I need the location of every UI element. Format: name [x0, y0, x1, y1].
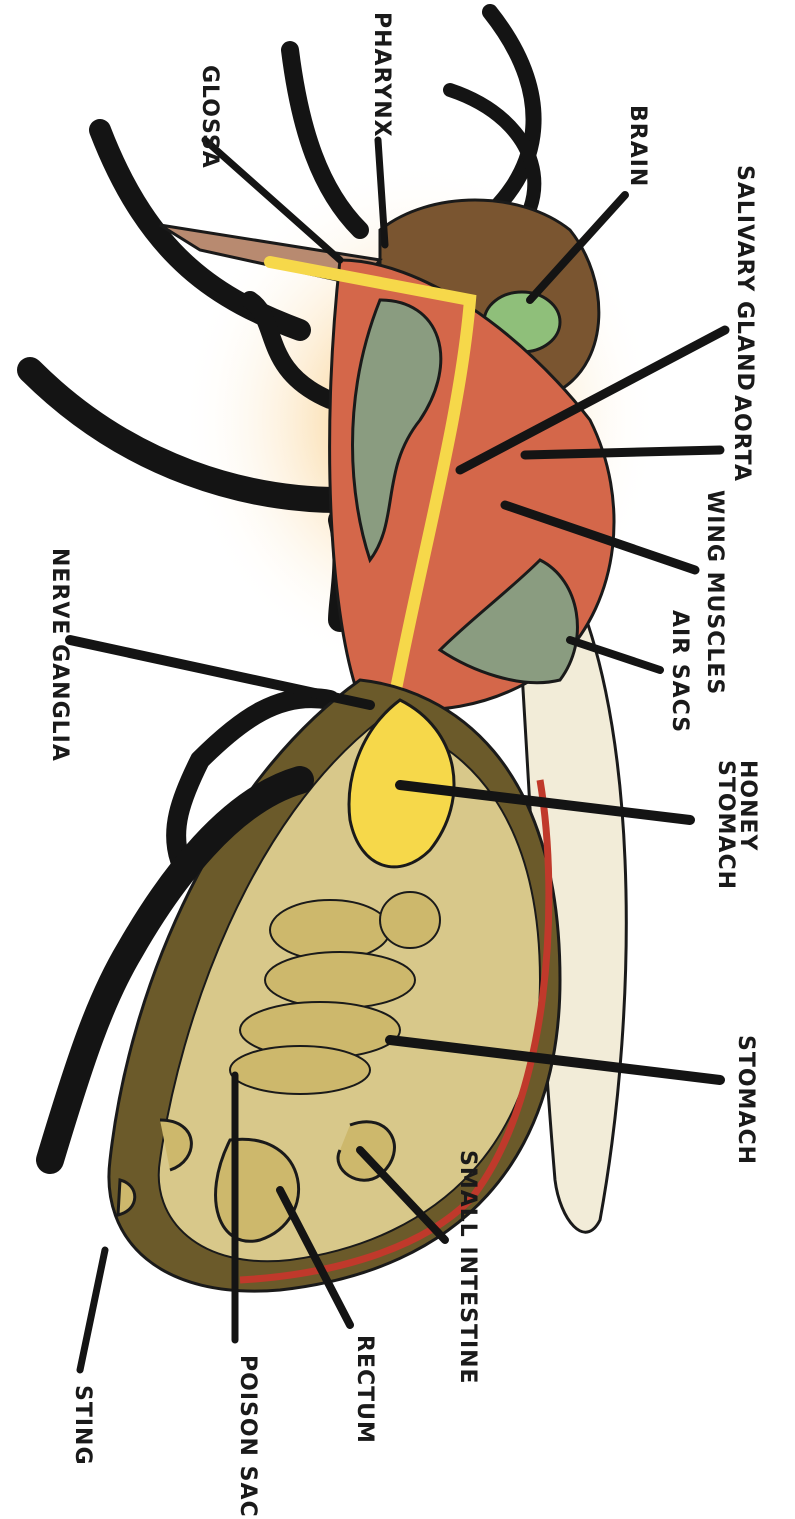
label-sting: STING [71, 1385, 93, 1466]
label-rectum: RECTUM [353, 1335, 375, 1444]
label-salivary-gland: SALIVARY GLAND [733, 165, 755, 392]
label-pharynx: PHARYNX [370, 12, 392, 138]
label-honey-stomach-line1: HONEY [736, 760, 758, 890]
label-honey-stomach-line2: STOMACH [714, 760, 736, 890]
label-stomach: STOMACH [734, 1035, 756, 1165]
label-small-intestine: SMALL INTESTINE [456, 1150, 478, 1385]
label-nerve-ganglia: NERVE GANGLIA [48, 548, 70, 762]
label-aorta: AORTA [730, 395, 752, 482]
label-air-sacs: AIR SACS [668, 610, 690, 733]
label-wing-muscles: WING MUSCLES [703, 490, 725, 695]
label-glossa: GLOSSA [198, 65, 220, 169]
label-brain: BRAIN [626, 105, 648, 187]
label-honey-stomach: HONEY STOMACH [714, 760, 758, 890]
label-poison-sac: POISON SAC [236, 1355, 258, 1518]
